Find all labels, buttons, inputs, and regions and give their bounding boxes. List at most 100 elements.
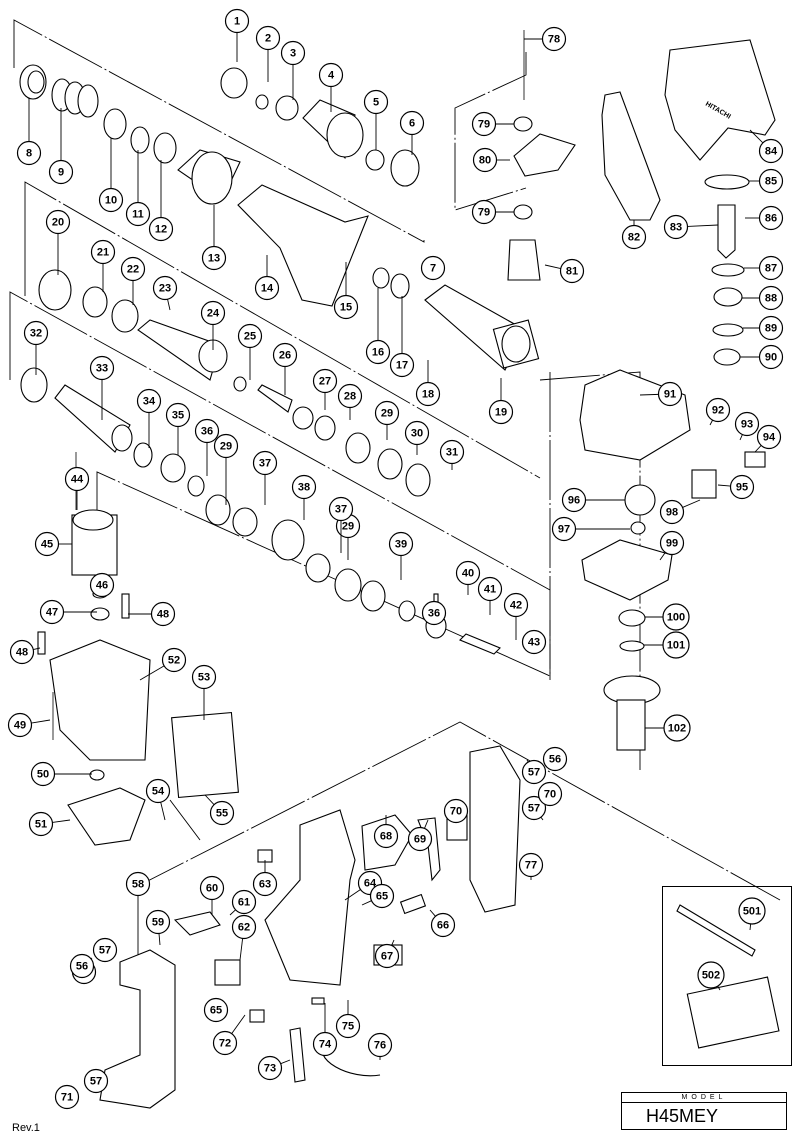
- callout-81: 81: [544, 258, 585, 284]
- callout-circle: [83, 1068, 109, 1094]
- callout-circle: [518, 852, 544, 878]
- callout-number: 89: [765, 323, 777, 335]
- callout-number: 91: [664, 389, 676, 401]
- callout-number: 15: [340, 302, 352, 314]
- callout-circle: [39, 599, 65, 625]
- callout-circle: [734, 411, 760, 437]
- leader-line: [167, 299, 171, 311]
- callout-15: 15: [333, 262, 359, 320]
- callout-number: 73: [264, 1063, 276, 1075]
- callout-circle: [89, 355, 115, 381]
- callout-circle: [257, 1055, 283, 1081]
- callout-number: 88: [765, 293, 777, 305]
- callout-circle: [98, 187, 124, 213]
- callout-100: 100: [645, 603, 690, 631]
- callout-circle: [521, 795, 547, 821]
- callout-circle: [161, 647, 187, 673]
- callout-57: 57: [521, 759, 547, 785]
- callout-29: 29: [213, 433, 239, 505]
- callout-circle: [521, 759, 547, 785]
- callout-circle: [420, 255, 446, 281]
- callout-circle: [729, 474, 755, 500]
- callout-77: 77: [518, 852, 544, 880]
- callout-circle: [542, 746, 568, 772]
- part-washer: [292, 406, 314, 430]
- callout-number: 3: [290, 48, 296, 60]
- callout-number: 52: [168, 655, 180, 667]
- callout-circle: [252, 450, 278, 476]
- callout-number: 71: [61, 1092, 73, 1104]
- callout-circle: [120, 256, 146, 282]
- callout-49: 49: [7, 712, 51, 738]
- callout-number: 79: [478, 207, 490, 219]
- callout-number: 80: [479, 155, 491, 167]
- callout-number: 46: [96, 580, 108, 592]
- part-seal: [405, 463, 431, 497]
- callout-70: 70: [443, 798, 469, 824]
- callout-circle: [369, 883, 395, 909]
- callout-circle: [365, 339, 391, 365]
- callout-circle: [54, 1084, 80, 1110]
- model-box: MODEL H45MEY: [621, 1092, 787, 1130]
- callout-circle: [657, 381, 683, 407]
- callout-circle: [399, 110, 425, 136]
- callout-76: 76: [367, 1032, 393, 1060]
- callout-number: 78: [548, 34, 560, 46]
- callout-circle: [333, 294, 359, 320]
- callout-circle: [148, 216, 174, 242]
- callout-number: 37: [259, 458, 271, 470]
- callout-circle: [152, 275, 178, 301]
- part-o-ring: [704, 174, 750, 190]
- callout-circle: [738, 897, 766, 925]
- callout-72: 72: [212, 1014, 246, 1056]
- leader-line: [749, 923, 752, 931]
- callout-circle: [45, 209, 71, 235]
- callout-number: 5: [373, 97, 379, 109]
- callout-number: 19: [495, 407, 507, 419]
- callout-circle: [367, 1032, 393, 1058]
- part-seal: [220, 67, 248, 99]
- part-retaining-ring: [711, 263, 745, 277]
- callout-66: 66: [429, 909, 456, 938]
- model-name: H45MEY: [646, 1106, 719, 1126]
- callout-57: 57: [83, 1068, 109, 1094]
- callout-circle: [145, 778, 171, 804]
- part-washer: [314, 415, 336, 441]
- part-snap-ring: [255, 94, 269, 110]
- callout-circle: [621, 224, 647, 250]
- part-controller: [171, 711, 239, 799]
- callout-number: 65: [210, 1005, 222, 1017]
- callout-45: 45: [34, 531, 72, 557]
- callout-number: 51: [35, 819, 47, 831]
- part-o-ring: [133, 442, 153, 468]
- callout-56: 56: [69, 953, 95, 979]
- callout-41: 41: [477, 576, 503, 615]
- callout-18: 18: [415, 360, 441, 407]
- callout-circle: [503, 592, 529, 618]
- callout-number: 57: [528, 767, 540, 779]
- callout-number: 20: [52, 217, 64, 229]
- part-gear: [624, 484, 656, 516]
- callout-number: 85: [765, 176, 777, 188]
- callout-7: 7: [420, 255, 446, 281]
- callout-67: 67: [374, 939, 400, 969]
- group-boundary-side-handle: [454, 52, 527, 211]
- callout-number: 14: [261, 283, 274, 295]
- callout-circle: [199, 875, 225, 901]
- callout-number: 59: [152, 917, 164, 929]
- leader-line: [229, 909, 236, 916]
- callout-73: 73: [257, 1055, 291, 1081]
- part-washer: [275, 95, 299, 121]
- part-oil-seal: [713, 348, 741, 366]
- part-wire: [169, 799, 201, 841]
- callout-97: 97: [551, 516, 630, 542]
- callout-number: 13: [208, 253, 220, 265]
- callout-number: 67: [381, 951, 393, 963]
- callout-circle: [209, 800, 235, 826]
- part-ring: [345, 432, 371, 464]
- callout-circle: [537, 781, 563, 807]
- callout-74: 74: [312, 1003, 338, 1057]
- callout-number: 8: [26, 148, 32, 160]
- callout-number: 23: [159, 283, 171, 295]
